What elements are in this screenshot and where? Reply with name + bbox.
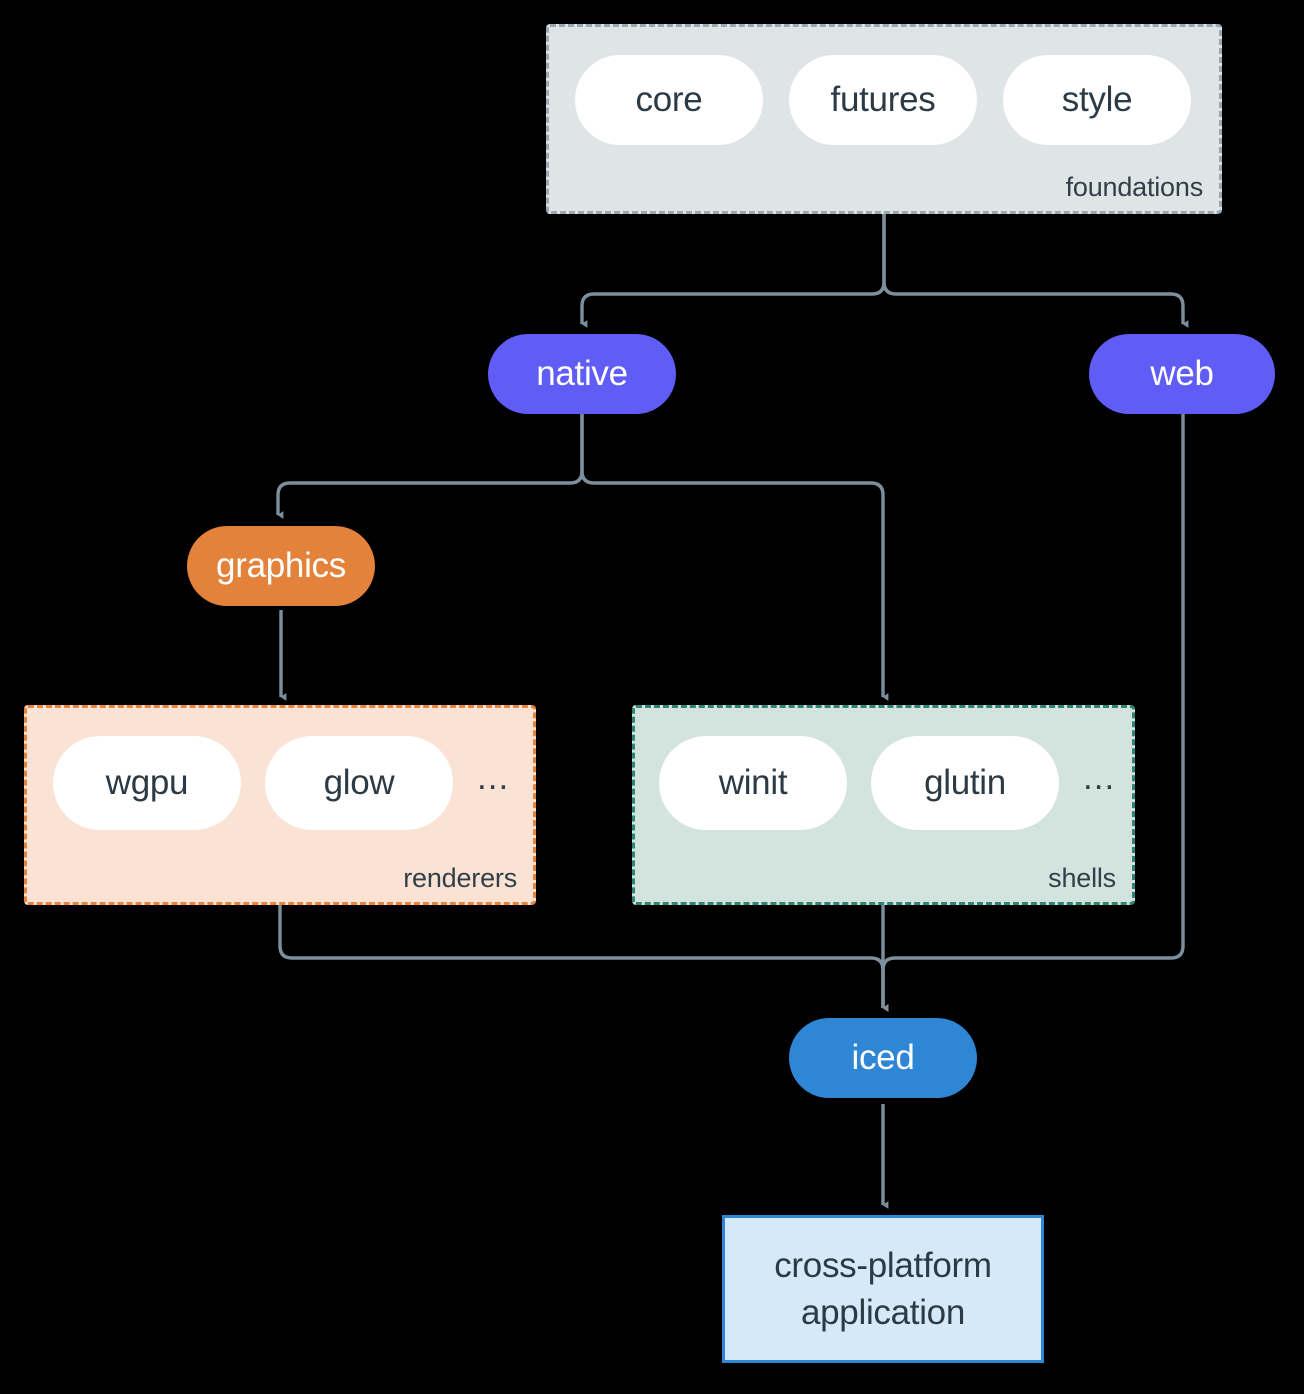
- node-application[interactable]: cross-platform application: [722, 1215, 1044, 1363]
- leaf-pill-core[interactable]: core: [575, 55, 763, 145]
- group-label-foundations: foundations: [1065, 172, 1204, 202]
- leaf-label: winit: [718, 763, 788, 802]
- shells-more-ellipsis: ...: [1083, 758, 1116, 797]
- group-label-shells: shells: [1048, 863, 1116, 893]
- leaf-pill-wgpu[interactable]: wgpu: [53, 736, 241, 830]
- group-label-renderers: renderers: [403, 863, 517, 893]
- group-foundations: core futures style foundations: [546, 24, 1222, 214]
- node-iced[interactable]: iced: [789, 1018, 977, 1098]
- node-native[interactable]: native: [488, 334, 676, 414]
- edge-foundations-native: [580, 214, 886, 328]
- node-label: graphics: [216, 546, 346, 585]
- application-line1: cross-platform: [774, 1245, 992, 1285]
- edge-native-graphics: [276, 414, 584, 519]
- leaf-label: glutin: [924, 763, 1006, 802]
- node-label: web: [1150, 354, 1214, 393]
- leaf-label: core: [635, 80, 703, 119]
- node-label: iced: [851, 1038, 915, 1077]
- leaf-label: futures: [830, 80, 936, 119]
- leaf-pill-glow[interactable]: glow: [265, 736, 453, 830]
- renderers-items: wgpu glow ...: [53, 736, 509, 830]
- foundations-items: core futures style: [575, 55, 1191, 145]
- group-renderers: wgpu glow ... renderers: [24, 705, 536, 905]
- leaf-pill-winit[interactable]: winit: [659, 736, 847, 830]
- leaf-pill-futures[interactable]: futures: [789, 55, 977, 145]
- group-shells: winit glutin ... shells: [632, 705, 1135, 905]
- leaf-pill-style[interactable]: style: [1003, 55, 1191, 145]
- shells-items: winit glutin ...: [659, 736, 1115, 830]
- leaf-label: wgpu: [105, 763, 189, 802]
- edge-foundations-web: [882, 214, 1189, 328]
- leaf-pill-glutin[interactable]: glutin: [871, 736, 1059, 830]
- application-text: cross-platform application: [774, 1242, 992, 1337]
- leaf-label: style: [1061, 80, 1133, 119]
- leaf-label: glow: [323, 763, 395, 802]
- edge-renderers-iced: [278, 904, 889, 1012]
- application-line2: application: [800, 1293, 966, 1332]
- edge-native-shells: [580, 414, 889, 701]
- node-web[interactable]: web: [1089, 334, 1275, 414]
- node-label: native: [536, 354, 628, 393]
- node-graphics[interactable]: graphics: [187, 526, 375, 606]
- renderers-more-ellipsis: ...: [477, 758, 510, 797]
